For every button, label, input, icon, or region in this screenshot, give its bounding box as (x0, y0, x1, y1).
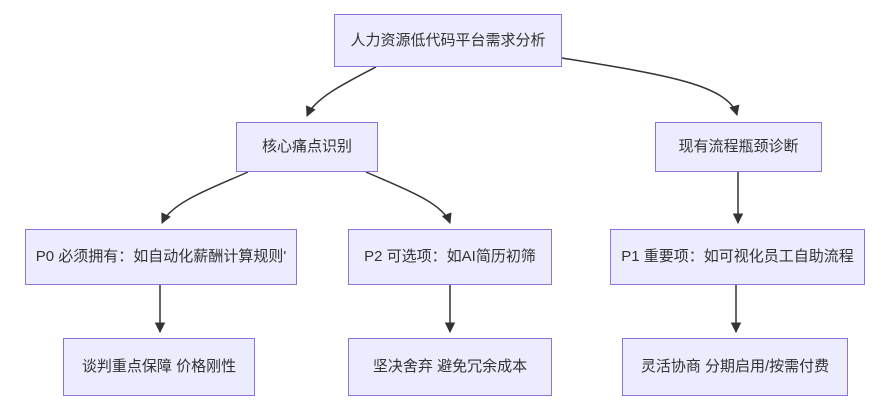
edge-root-pain (306, 66, 377, 117)
edge-pain-p0 (161, 171, 249, 224)
edge-pain-p2 (365, 171, 452, 224)
node-core-painpoint-identification: 核心痛点识别 (236, 122, 378, 172)
node-root-requirements-analysis: 人力资源低代码平台需求分析 (334, 14, 562, 67)
node-discard-avoid-cost: 坚决舍弃 避免冗余成本 (348, 338, 552, 396)
node-negotiation-priority: 谈判重点保障 价格刚性 (63, 338, 255, 396)
edge-root-bottleneck (561, 57, 740, 117)
node-flexible-negotiation: 灵活协商 分期启用/按需付费 (622, 338, 848, 396)
node-p0-must-have: P0 必须拥有：如自动化薪酬计算规则' (25, 229, 297, 285)
node-p1-important: P1 重要项：如可视化员工自助流程 (610, 229, 865, 285)
node-process-bottleneck-diagnosis: 现有流程瓶颈诊断 (655, 122, 822, 172)
node-p2-optional: P2 可选项：如AI简历初筛 (348, 229, 552, 285)
